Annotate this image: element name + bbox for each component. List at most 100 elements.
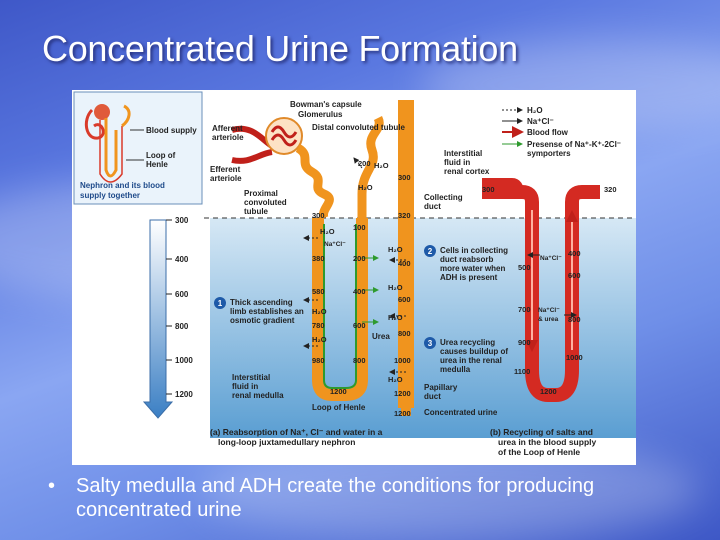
value-label: 780 <box>312 321 325 330</box>
value-label: H₂O <box>388 245 403 254</box>
value-label: 400 <box>398 259 411 268</box>
legend-water: H₂O <box>527 106 543 115</box>
value-label: H₂O <box>388 283 403 292</box>
label-afferent: arteriole <box>212 133 244 142</box>
label-glomerulus: Glomerulus <box>298 110 343 119</box>
nephron-diagram: Blood supply Loop of Henle Nephron and i… <box>72 90 636 465</box>
legend-salt: Na⁺Cl⁻ <box>527 117 554 126</box>
inset-caption: supply together <box>80 191 140 200</box>
value-label: 900 <box>518 338 531 347</box>
value-label: 980 <box>312 356 325 365</box>
callout-text: Cells in collecting <box>440 246 508 255</box>
scale-tick-label: 400 <box>175 255 189 264</box>
nephron-inset: Blood supply Loop of Henle Nephron and i… <box>73 91 203 205</box>
value-label: 800 <box>398 329 411 338</box>
label-afferent: Afferent <box>212 124 243 133</box>
callout-text: causes buildup of <box>440 347 508 356</box>
label-proximal-tubule: convoluted <box>244 198 287 207</box>
legend-symporter: symporters <box>527 149 571 158</box>
value-label: Na⁺Cl⁻ <box>538 307 560 314</box>
scale-tick-label: 1200 <box>175 390 193 399</box>
label-loop-of-henle: Loop of Henle <box>312 403 366 412</box>
glomerulus-group <box>231 115 384 220</box>
bullet-icon: • <box>48 475 56 497</box>
value-label: 400 <box>568 249 581 258</box>
value-label: Na⁺Cl⁻ <box>324 241 346 248</box>
value-label: 600 <box>353 321 366 330</box>
callout-text: Urea recycling <box>440 338 495 347</box>
value-label: H₂O <box>374 161 389 170</box>
label-interstitial-medulla: fluid in <box>232 382 258 391</box>
value-label: Na⁺Cl⁻ <box>540 255 562 262</box>
callout-3: 3 Urea recycling causes buildup of urea … <box>424 337 508 374</box>
value-label: 380 <box>312 254 325 263</box>
callout-number: 1 <box>218 299 223 308</box>
callout-text: duct reabsorb <box>440 255 493 264</box>
value-label: 300 <box>482 185 495 194</box>
label-proximal-tubule: tubule <box>244 207 269 216</box>
label-efferent: arteriole <box>210 174 242 183</box>
label-interstitial-cortex: renal cortex <box>444 167 490 176</box>
scale-tick-label: 800 <box>175 322 189 331</box>
value-label: 1000 <box>394 356 411 365</box>
inset-loop-label: Loop of <box>146 151 176 160</box>
callout-text: limb establishes an <box>230 307 304 316</box>
callout-1: 1 Thick ascending limb establishes an os… <box>214 297 304 325</box>
value-label: 800 <box>568 315 581 324</box>
figure-captions: (a) Reabsorption of Na⁺, Cl⁻ and water i… <box>210 427 597 457</box>
value-label: 580 <box>312 287 325 296</box>
label-papillary-duct: Papillary <box>424 383 458 392</box>
value-label: 320 <box>604 185 617 194</box>
value-label: H₂O <box>388 313 403 322</box>
callout-text: ADH is present <box>440 273 498 282</box>
inset-caption: Nephron and its blood <box>80 181 165 190</box>
legend-blood-flow: Blood flow <box>527 128 569 137</box>
tubule-values: 200 H₂O H₂O 300 300 H₂O Na⁺Cl⁻ 380 580 H… <box>312 159 411 418</box>
value-label: 600 <box>568 271 581 280</box>
value-label: 800 <box>353 356 366 365</box>
label-proximal-tubule: Proximal <box>244 189 278 198</box>
scale-tick-label: 300 <box>175 216 189 225</box>
callout-number: 3 <box>428 339 433 348</box>
inset-loop-label: Henle <box>146 160 168 169</box>
slide-title: Concentrated Urine Formation <box>42 28 518 69</box>
value-label: H₂O <box>388 375 403 384</box>
label-efferent: Efferent <box>210 165 241 174</box>
caption-b: (b) Recycling of salts and <box>490 427 593 437</box>
value-label: 1200 <box>394 409 411 418</box>
vasa-recta-values: 300 320 Na⁺Cl⁻ 400 500 600 700 Na⁺Cl⁻ & … <box>482 185 617 396</box>
value-label: 100 <box>353 223 366 232</box>
callout-text: osmotic gradient <box>230 316 295 325</box>
value-label: H₂O <box>358 183 373 192</box>
value-label: 1200 <box>394 389 411 398</box>
label-interstitial-cortex: Interstitial <box>444 149 482 158</box>
legend: H₂O Na⁺Cl⁻ Blood flow Presense of Na⁺-K⁺… <box>502 106 621 158</box>
vasa-recta <box>482 178 600 402</box>
inset-blood-supply-label: Blood supply <box>146 126 197 135</box>
caption-b: of the Loop of Henle <box>498 447 580 457</box>
legend-symporter: Presense of Na⁺-K⁺-2Cl⁻ <box>527 140 621 149</box>
loop-of-henle <box>312 218 368 401</box>
value-label: 500 <box>518 263 531 272</box>
bullet-text: Salty medulla and ADH create the conditi… <box>76 475 595 521</box>
value-label: H₂O <box>312 307 327 316</box>
caption-a: long-loop juxtamedullary nephron <box>218 437 355 447</box>
value-label: 300 <box>398 173 411 182</box>
callout-text: medulla <box>440 365 471 374</box>
value-label: 320 <box>398 211 411 220</box>
label-papillary-duct: duct <box>424 392 441 401</box>
value-label: 300 <box>312 211 325 220</box>
label-interstitial-medulla: renal medulla <box>232 391 284 400</box>
value-label: 700 <box>518 305 531 314</box>
label-bowmans-capsule: Bowman's capsule <box>290 100 362 109</box>
caption-b: urea in the blood supply <box>498 437 597 447</box>
value-label: 1000 <box>566 353 583 362</box>
label-distal-tubule: Distal convoluted tubule <box>312 123 405 132</box>
value-label: 600 <box>398 295 411 304</box>
callout-text: Thick ascending <box>230 298 293 307</box>
caption-a: (a) Reabsorption of Na⁺, Cl⁻ and water i… <box>210 427 383 437</box>
label-interstitial-medulla: Interstitial <box>232 373 270 382</box>
callout-text: more water when <box>440 264 505 273</box>
value-label: H₂O <box>320 227 335 236</box>
